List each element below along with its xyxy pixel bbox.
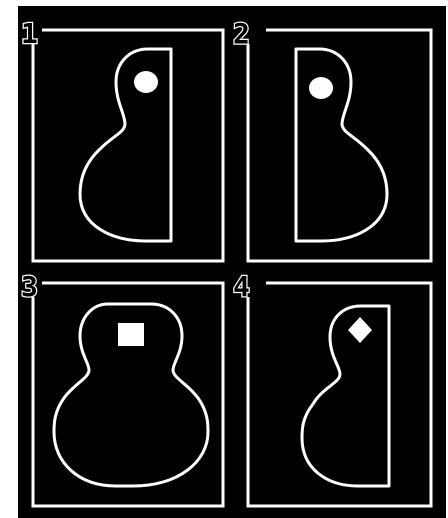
panel-4-shape-outline [302,306,389,486]
panel-2-number: 2 [233,17,250,50]
panel-1[interactable]: 1 [21,17,223,261]
panel-1-frame [33,30,223,261]
panel-2-shape-outline [296,49,387,241]
panel-3[interactable]: 3 [21,270,223,506]
puzzle-board: 1 2 3 4 [18,6,446,518]
panel-3-number: 3 [21,270,38,303]
panel-1-number: 1 [21,17,38,50]
panel-2[interactable]: 2 [233,17,431,261]
panel-3-marker-square [118,323,144,346]
panel-1-shape-outline [80,49,171,241]
panel-4-frame [248,283,431,506]
panel-2-frame [248,30,431,261]
panel-4-marker-diamond [348,317,372,343]
panel-2-marker-circle [309,77,333,99]
panel-4-number: 4 [233,270,250,303]
puzzle-svg: 1 2 3 4 [18,6,446,518]
panel-4[interactable]: 4 [233,270,431,506]
panel-1-marker-circle [134,71,158,93]
